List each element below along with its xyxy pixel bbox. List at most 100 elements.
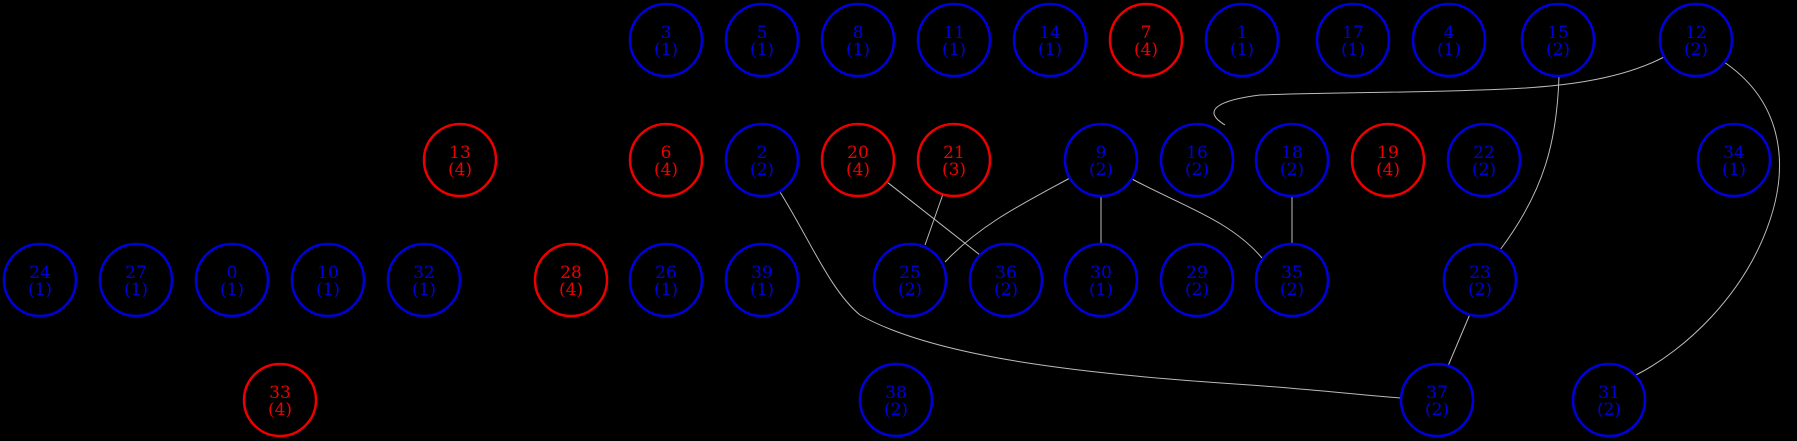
node-count-label: (2) bbox=[1468, 280, 1492, 300]
node-count-label: (2) bbox=[994, 280, 1018, 300]
node-circle bbox=[1108, 2, 1184, 78]
node-count-label: (2) bbox=[1089, 160, 1113, 180]
node-circle bbox=[422, 122, 498, 198]
node-count-label: (1) bbox=[654, 280, 678, 300]
edge-15-23 bbox=[1499, 75, 1560, 251]
node-circle bbox=[1254, 122, 1330, 198]
node-id-label: 12 bbox=[1685, 23, 1707, 43]
node-11[interactable]: 11(1) bbox=[916, 2, 992, 78]
edge-9-25 bbox=[944, 177, 1071, 263]
node-12[interactable]: 12(2) bbox=[1658, 2, 1734, 78]
node-count-label: (3) bbox=[942, 160, 966, 180]
node-id-label: 20 bbox=[847, 143, 869, 163]
node-22[interactable]: 22(2) bbox=[1446, 122, 1522, 198]
edge-20-36 bbox=[886, 181, 981, 256]
node-24[interactable]: 24(1) bbox=[2, 242, 78, 318]
node-circle bbox=[628, 122, 704, 198]
node-10[interactable]: 10(1) bbox=[290, 242, 366, 318]
node-id-label: 29 bbox=[1186, 263, 1208, 283]
node-count-label: (4) bbox=[559, 280, 583, 300]
node-count-label: (4) bbox=[268, 400, 292, 420]
node-count-label: (1) bbox=[1437, 40, 1461, 60]
node-id-label: 22 bbox=[1473, 143, 1495, 163]
node-17[interactable]: 17(1) bbox=[1315, 2, 1391, 78]
node-id-label: 34 bbox=[1723, 143, 1745, 163]
node-count-label: (1) bbox=[316, 280, 340, 300]
node-25[interactable]: 25(2) bbox=[872, 242, 948, 318]
edge-9-35 bbox=[1131, 178, 1263, 259]
node-circle bbox=[1696, 122, 1772, 198]
node-id-label: 1 bbox=[1237, 23, 1248, 43]
node-13[interactable]: 13(4) bbox=[422, 122, 498, 198]
node-5[interactable]: 5(1) bbox=[724, 2, 800, 78]
node-35[interactable]: 35(2) bbox=[1254, 242, 1330, 318]
node-18[interactable]: 18(2) bbox=[1254, 122, 1330, 198]
node-circle bbox=[1254, 242, 1330, 318]
node-count-label: (1) bbox=[220, 280, 244, 300]
node-circle bbox=[1159, 242, 1235, 318]
node-circle bbox=[1411, 2, 1487, 78]
node-4[interactable]: 4(1) bbox=[1411, 2, 1487, 78]
node-2[interactable]: 2(2) bbox=[724, 122, 800, 198]
node-circle bbox=[242, 362, 318, 438]
node-count-label: (2) bbox=[1597, 400, 1621, 420]
node-14[interactable]: 14(1) bbox=[1012, 2, 1088, 78]
node-20[interactable]: 20(4) bbox=[820, 122, 896, 198]
node-26[interactable]: 26(1) bbox=[628, 242, 704, 318]
node-circle bbox=[820, 122, 896, 198]
node-circle bbox=[290, 242, 366, 318]
node-34[interactable]: 34(1) bbox=[1696, 122, 1772, 198]
node-count-label: (2) bbox=[898, 280, 922, 300]
node-7[interactable]: 7(4) bbox=[1108, 2, 1184, 78]
node-id-label: 30 bbox=[1090, 263, 1112, 283]
node-count-label: (1) bbox=[124, 280, 148, 300]
node-29[interactable]: 29(2) bbox=[1159, 242, 1235, 318]
node-8[interactable]: 8(1) bbox=[820, 2, 896, 78]
node-count-label: (2) bbox=[1546, 40, 1570, 60]
node-9[interactable]: 9(2) bbox=[1063, 122, 1139, 198]
node-id-label: 38 bbox=[885, 383, 907, 403]
node-31[interactable]: 31(2) bbox=[1571, 362, 1647, 438]
node-circle bbox=[628, 2, 704, 78]
node-circle bbox=[98, 242, 174, 318]
node-27[interactable]: 27(1) bbox=[98, 242, 174, 318]
node-1[interactable]: 1(1) bbox=[1204, 2, 1280, 78]
node-16[interactable]: 16(2) bbox=[1159, 122, 1235, 198]
node-39[interactable]: 39(1) bbox=[724, 242, 800, 318]
edge-12-16 bbox=[1213, 56, 1665, 126]
node-6[interactable]: 6(4) bbox=[628, 122, 704, 198]
node-id-label: 11 bbox=[943, 23, 965, 43]
node-36[interactable]: 36(2) bbox=[968, 242, 1044, 318]
node-3[interactable]: 3(1) bbox=[628, 2, 704, 78]
node-count-label: (2) bbox=[1280, 280, 1304, 300]
node-28[interactable]: 28(4) bbox=[533, 242, 609, 318]
node-count-label: (1) bbox=[1341, 40, 1365, 60]
node-circle bbox=[1315, 2, 1391, 78]
node-15[interactable]: 15(2) bbox=[1520, 2, 1596, 78]
node-33[interactable]: 33(4) bbox=[242, 362, 318, 438]
node-23[interactable]: 23(2) bbox=[1442, 242, 1518, 318]
node-count-label: (4) bbox=[846, 160, 870, 180]
node-id-label: 21 bbox=[943, 143, 965, 163]
node-circle bbox=[2, 242, 78, 318]
node-37[interactable]: 37(2) bbox=[1399, 362, 1475, 438]
node-count-label: (1) bbox=[1230, 40, 1254, 60]
node-id-label: 5 bbox=[757, 23, 768, 43]
node-count-label: (2) bbox=[1185, 280, 1209, 300]
node-count-label: (1) bbox=[412, 280, 436, 300]
node-21[interactable]: 21(3) bbox=[916, 122, 992, 198]
node-count-label: (2) bbox=[1280, 160, 1304, 180]
node-32[interactable]: 32(1) bbox=[386, 242, 462, 318]
node-count-label: (4) bbox=[1376, 160, 1400, 180]
node-38[interactable]: 38(2) bbox=[858, 362, 934, 438]
node-id-label: 16 bbox=[1186, 143, 1208, 163]
node-circle bbox=[386, 242, 462, 318]
node-id-label: 32 bbox=[413, 263, 435, 283]
node-id-label: 25 bbox=[899, 263, 921, 283]
node-0[interactable]: 0(1) bbox=[194, 242, 270, 318]
node-circle bbox=[194, 242, 270, 318]
node-19[interactable]: 19(4) bbox=[1350, 122, 1426, 198]
node-id-label: 6 bbox=[661, 143, 672, 163]
node-30[interactable]: 30(1) bbox=[1063, 242, 1139, 318]
